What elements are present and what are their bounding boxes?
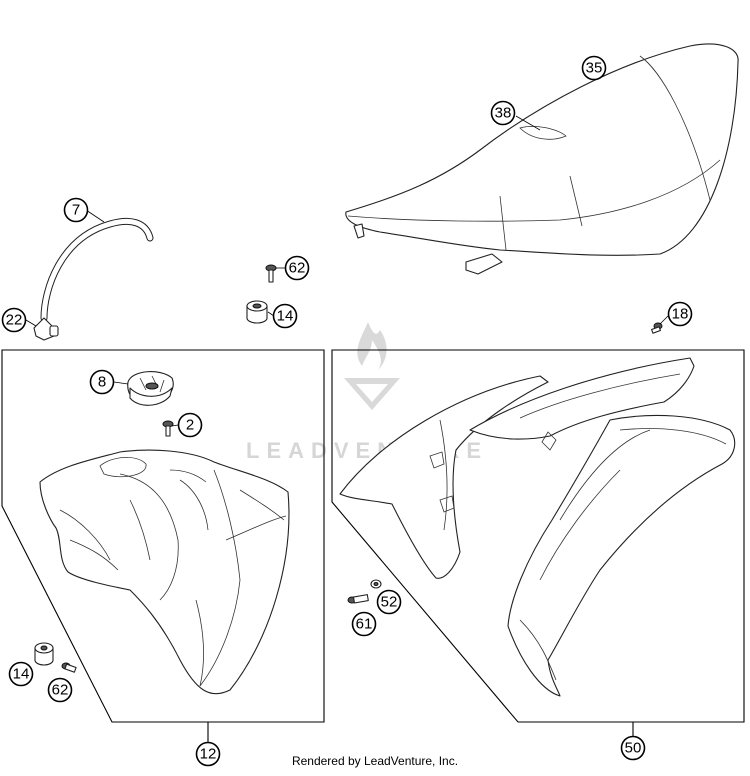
screw-bottom — [61, 662, 77, 673]
svg-text:61: 61 — [356, 616, 373, 633]
callout-22[interactable]: 22 — [1, 307, 27, 333]
seat-cover — [345, 43, 739, 256]
svg-text:2: 2 — [186, 417, 194, 434]
seat-mount-tab — [465, 253, 503, 275]
svg-text:8: 8 — [98, 374, 106, 391]
callout-14-top[interactable]: 14 — [272, 303, 298, 329]
svg-text:22: 22 — [6, 312, 23, 329]
tank-group-frame — [1, 349, 325, 723]
shroud-right-lower — [507, 414, 736, 697]
callout-35[interactable]: 35 — [581, 55, 607, 81]
callout-50[interactable]: 50 — [620, 735, 646, 761]
screw-2 — [162, 420, 174, 437]
shroud-left — [339, 375, 549, 579]
callout-8[interactable]: 8 — [89, 369, 115, 395]
callout-2[interactable]: 2 — [177, 412, 203, 438]
bushing-bottom — [34, 642, 54, 666]
callout-14-bottom[interactable]: 14 — [8, 661, 34, 687]
seat-assembly — [345, 43, 739, 275]
svg-text:52: 52 — [381, 594, 398, 611]
svg-text:62: 62 — [289, 260, 306, 277]
fuel-cap — [127, 371, 174, 406]
shroud-right-upper — [469, 357, 695, 440]
callout-61[interactable]: 61 — [351, 611, 377, 637]
fuel-tank — [39, 449, 290, 695]
callout-62-top[interactable]: 62 — [284, 255, 310, 281]
callout-12[interactable]: 12 — [195, 741, 221, 767]
render-credit: Rendered by LeadVenture, Inc. — [291, 754, 459, 768]
svg-text:14: 14 — [13, 666, 30, 683]
fuel-hose — [40, 217, 154, 322]
hose-fitting — [33, 317, 59, 341]
callout-62-bottom[interactable]: 62 — [47, 677, 73, 703]
callout-52[interactable]: 52 — [376, 589, 402, 615]
screw-61 — [347, 594, 369, 604]
svg-text:7: 7 — [72, 202, 80, 219]
svg-text:50: 50 — [625, 740, 642, 757]
screw-18 — [651, 322, 663, 334]
svg-text:18: 18 — [672, 306, 689, 323]
callout-7[interactable]: 7 — [63, 197, 89, 223]
washer-52 — [370, 579, 382, 589]
seat-front-hook — [353, 223, 365, 239]
svg-text:14: 14 — [277, 308, 294, 325]
bushing-top — [246, 300, 268, 324]
svg-text:12: 12 — [200, 746, 217, 763]
screw-top — [265, 264, 277, 283]
callout-38[interactable]: 38 — [490, 100, 516, 126]
svg-text:35: 35 — [586, 60, 603, 77]
svg-text:62: 62 — [52, 682, 69, 699]
shroud-group-frame — [331, 349, 745, 723]
callout-18[interactable]: 18 — [667, 301, 693, 327]
svg-text:38: 38 — [495, 105, 512, 122]
